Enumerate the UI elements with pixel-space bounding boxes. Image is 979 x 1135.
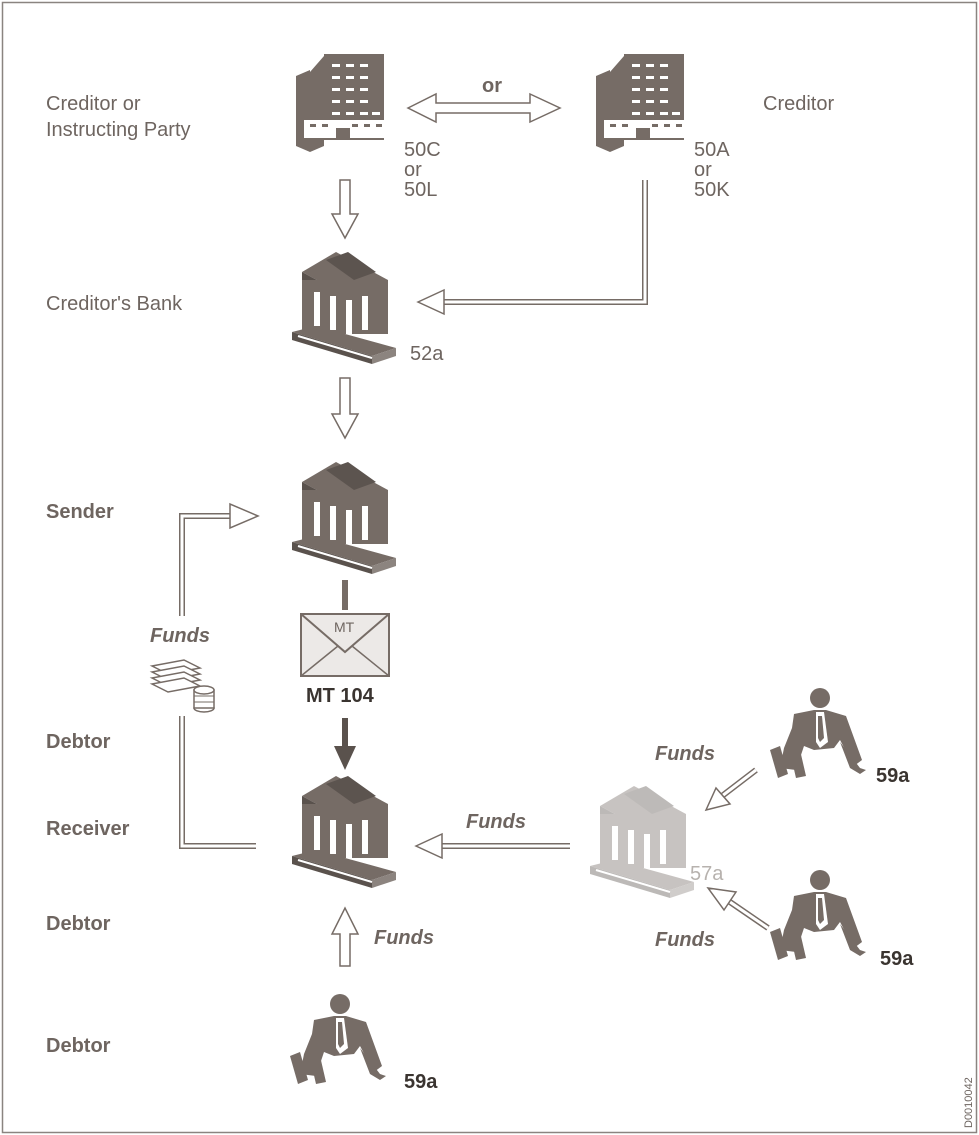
- sender-label: Sender: [46, 501, 114, 523]
- code-50c: 50C: [404, 139, 441, 161]
- sender-bank-icon: [291, 461, 397, 575]
- arrow-debtor-to-receiver: [330, 906, 360, 967]
- creditors-bank-label: Creditor's Bank: [46, 293, 183, 315]
- receiver-bank-icon: [291, 775, 397, 889]
- debtor-label-1: Debtor: [46, 731, 111, 753]
- receiver-label: Receiver: [46, 818, 130, 840]
- sender-message-connector: [342, 580, 348, 610]
- debtor-person-icon-main: [290, 994, 386, 1084]
- code-52a: 52a: [410, 343, 444, 365]
- code-50k: 50K: [694, 179, 730, 201]
- or-double-arrow: [406, 92, 562, 124]
- code-50a: 50A: [694, 139, 730, 161]
- arrow-instructing-to-bank: [330, 179, 360, 240]
- or-label: or: [482, 75, 502, 97]
- creditor-or-instructing-label-1: Creditor or: [46, 93, 141, 115]
- code-or-2: or: [694, 159, 712, 181]
- creditor-building-icon: [596, 54, 690, 152]
- debtor-person-icon-bottom: [770, 870, 866, 960]
- arrow-bank-to-sender: [330, 377, 360, 440]
- funds-label-receiver: Funds: [466, 811, 526, 833]
- arrow-creditor-to-bank: [416, 288, 445, 316]
- mt-envelope-icon: [300, 613, 390, 677]
- funds-label-debtor: Funds: [374, 927, 434, 949]
- code-59a-top: 59a: [876, 765, 910, 787]
- mt104-label: MT 104: [306, 685, 375, 707]
- document-id: D0010042: [963, 1077, 975, 1128]
- intermediary-bank-57a-icon: [589, 785, 695, 899]
- creditor-or-instructing-label-2: Instructing Party: [46, 119, 191, 141]
- funds-label-left: Funds: [150, 625, 210, 647]
- debtor-label-3: Debtor: [46, 1035, 111, 1057]
- arrow-person-bottom-to-57a: [706, 887, 770, 931]
- code-50l: 50L: [404, 179, 437, 201]
- funds-label-right-top: Funds: [655, 743, 715, 765]
- debtor-label-2: Debtor: [46, 913, 111, 935]
- code-59a-main: 59a: [404, 1071, 438, 1093]
- debtor-person-icon-top: [770, 688, 866, 778]
- creditor-label: Creditor: [763, 93, 834, 115]
- creditor-or-instructing-party-building-icon: [296, 54, 390, 152]
- arrow-57a-to-receiver: [414, 832, 443, 860]
- money-icon: [149, 659, 215, 713]
- arrow-person-top-to-57a: [704, 767, 758, 812]
- creditors-bank-icon: [291, 251, 397, 365]
- funds-label-right-bottom: Funds: [655, 929, 715, 951]
- code-or-1: or: [404, 159, 422, 181]
- arrow-message-to-receiver: [334, 746, 356, 770]
- envelope-mt-text: MT: [334, 619, 355, 635]
- code-57a: 57a: [690, 863, 724, 885]
- code-59a-bottom: 59a: [880, 948, 914, 970]
- funds-return-arrow: [179, 502, 260, 849]
